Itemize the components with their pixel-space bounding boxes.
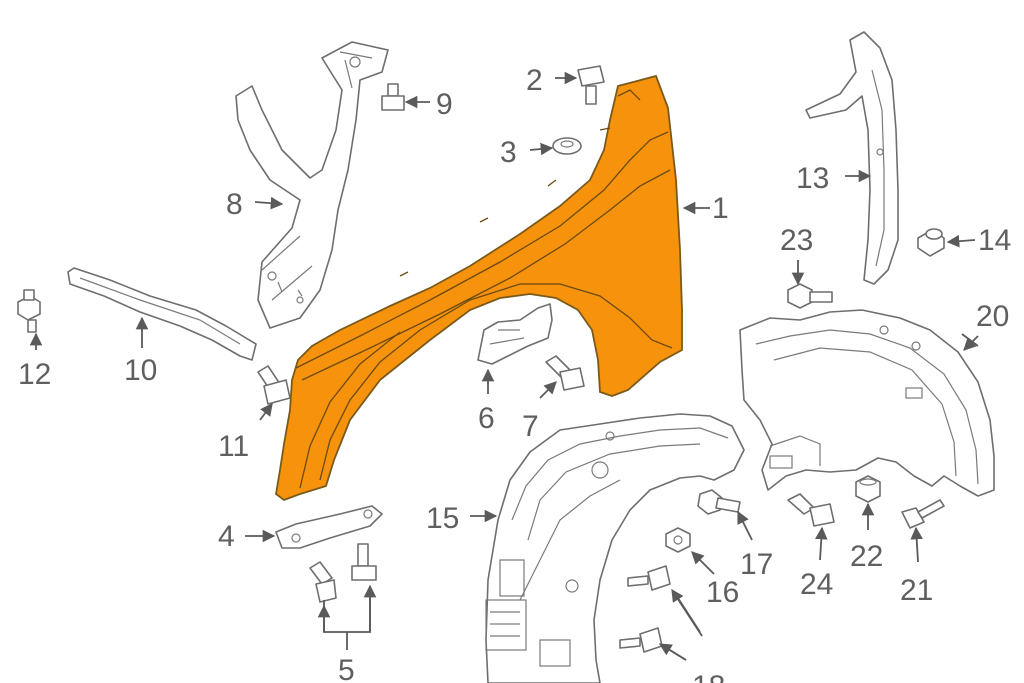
callout-12: 12 (18, 358, 51, 391)
bolt-2 (577, 65, 605, 105)
fender-liner-15 (485, 413, 745, 683)
callout-21: 21 (900, 574, 933, 607)
bolt-17 (697, 489, 741, 515)
fender-body (275, 74, 683, 502)
bolt-24 (787, 493, 835, 527)
clip-14 (917, 228, 945, 257)
nut-3 (552, 137, 582, 155)
callout-5: 5 (338, 654, 355, 683)
callout-7: 7 (522, 410, 539, 443)
bracket-6 (477, 303, 553, 365)
bolt-12 (17, 289, 41, 333)
callout-4: 4 (218, 520, 235, 553)
callout-15: 15 (426, 502, 459, 535)
bolt-11 (257, 365, 291, 405)
callout-23: 23 (780, 224, 813, 257)
fender-liner-20 (739, 309, 995, 497)
seal-13 (805, 31, 899, 285)
callout-14: 14 (978, 224, 1011, 257)
callout-labels: 1 2 3 4 5 6 7 8 9 10 11 12 13 14 15 16 1… (18, 64, 1011, 683)
callout-24: 24 (800, 568, 833, 601)
screws-18 (619, 565, 671, 653)
bolt-9 (381, 83, 405, 111)
callout-13: 13 (796, 162, 829, 195)
callout-22: 22 (850, 540, 883, 573)
callout-18: 18 (692, 670, 725, 683)
callout-11: 11 (218, 430, 249, 463)
bracket-4 (275, 505, 383, 549)
callout-1: 1 (712, 192, 729, 225)
reinforcement-10 (67, 267, 257, 361)
callout-17: 17 (740, 548, 773, 581)
callout-20: 20 (976, 300, 1009, 333)
callout-9: 9 (436, 88, 453, 121)
callout-8: 8 (226, 188, 243, 221)
nut-16 (665, 527, 691, 553)
bolt-7 (545, 355, 585, 391)
callout-3: 3 (500, 136, 517, 169)
callout-16: 16 (706, 576, 739, 609)
callout-6: 6 (478, 402, 495, 435)
nut-22 (855, 475, 881, 503)
support-bracket-8 (235, 41, 389, 329)
bolts-5 (309, 543, 377, 603)
bolt-21 (901, 499, 945, 529)
callout-2: 2 (526, 64, 543, 97)
bolt-23 (787, 283, 833, 309)
leaders (29, 71, 979, 661)
fender-1 (275, 74, 683, 502)
callout-10: 10 (124, 354, 157, 387)
